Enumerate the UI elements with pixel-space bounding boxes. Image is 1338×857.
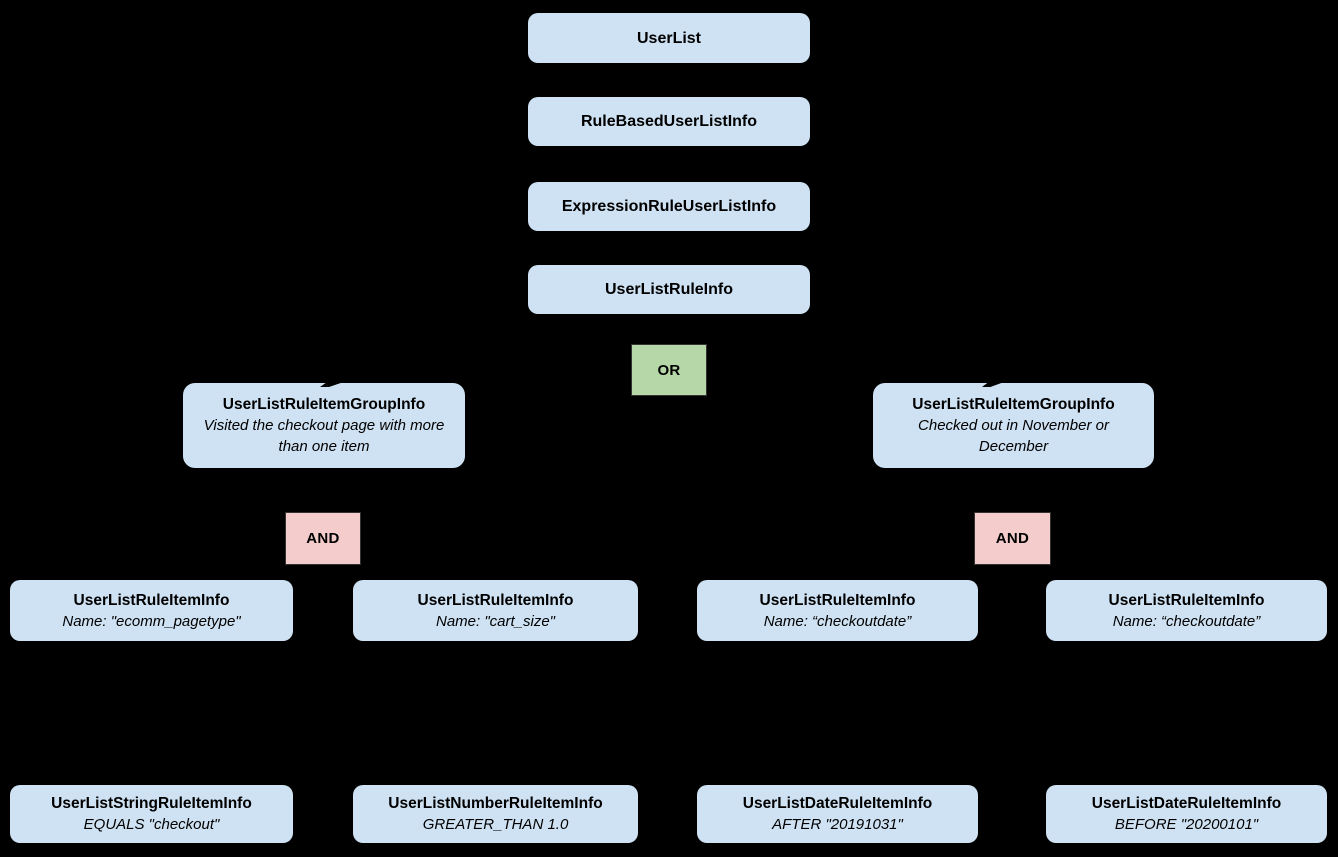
and-operator-right: AND [974,512,1051,565]
node-rule-item-checkoutdate-2: UserListRuleItemInfo Name: “checkoutdate… [1046,580,1327,641]
rule-item-name: Name: “checkoutdate” [1112,612,1261,630]
operand-condition: GREATER_THAN 1.0 [422,816,569,833]
operand-condition: BEFORE "20200101" [1114,816,1259,833]
group-title: UserListRuleItemGroupInfo [912,396,1115,413]
operand-title: UserListDateRuleItemInfo [742,795,933,812]
node-expressionruleuserlistinfo: ExpressionRuleUserListInfo [528,182,810,231]
or-operator: OR [631,344,707,396]
operand-condition: AFTER "20191031" [772,816,903,833]
node-rule-item-group-right: UserListRuleItemGroupInfo Checked out in… [873,383,1154,468]
group-subtitle: Visited the checkout page with more than… [203,417,445,455]
node-userlistruleinfo: UserListRuleInfo [528,265,810,314]
and-operator-left: AND [285,512,361,565]
node-rule-item-cart-size: UserListRuleItemInfo Name: "cart_size" [353,580,638,641]
group-title: UserListRuleItemGroupInfo [222,396,426,413]
node-userlist: UserList [528,13,810,63]
rule-item-name: Name: “checkoutdate” [763,612,912,630]
node-rule-item-ecomm-pagetype: UserListRuleItemInfo Name: "ecomm_pagety… [10,580,293,641]
operand-title: UserListStringRuleItemInfo [51,795,252,812]
rule-item-title: UserListRuleItemInfo [1108,591,1265,609]
node-label: ExpressionRuleUserListInfo [561,198,777,215]
node-string-rule-item: UserListStringRuleItemInfo EQUALS "check… [10,785,293,843]
rule-item-title: UserListRuleItemInfo [759,591,916,609]
and-operator-label: AND [306,530,340,547]
group-subtitle: Checked out in November or December [918,417,1109,455]
node-label: RuleBasedUserListInfo [580,113,758,130]
operand-title: UserListDateRuleItemInfo [1091,795,1282,812]
node-date-rule-item-after: UserListDateRuleItemInfo AFTER "20191031… [697,785,978,843]
operand-condition: EQUALS "checkout" [83,816,220,833]
node-label: UserList [636,29,702,47]
node-number-rule-item: UserListNumberRuleItemInfo GREATER_THAN … [353,785,638,843]
or-operator-label: OR [657,361,681,379]
rule-item-name: Name: "ecomm_pagetype" [62,612,241,630]
node-rule-item-group-left: UserListRuleItemGroupInfo Visited the ch… [183,383,465,468]
rule-item-name: Name: "cart_size" [435,612,556,630]
node-label: UserListRuleInfo [604,281,733,298]
rule-item-title: UserListRuleItemInfo [417,591,574,609]
rule-item-title: UserListRuleItemInfo [73,591,230,609]
and-operator-label: AND [995,530,1030,547]
node-rulebaseduserlistinfo: RuleBasedUserListInfo [528,97,810,146]
node-rule-item-checkoutdate-1: UserListRuleItemInfo Name: “checkoutdate… [697,580,978,641]
operand-title: UserListNumberRuleItemInfo [388,795,603,812]
node-date-rule-item-before: UserListDateRuleItemInfo BEFORE "2020010… [1046,785,1327,843]
